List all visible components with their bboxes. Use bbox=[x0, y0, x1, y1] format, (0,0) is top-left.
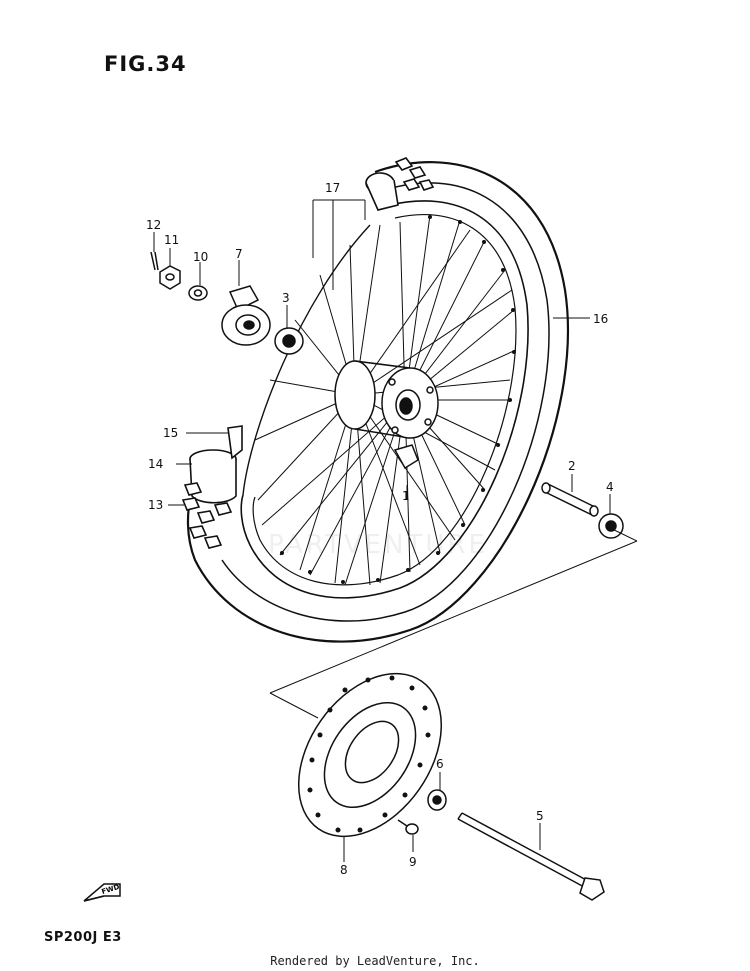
callout-16: 16 bbox=[593, 312, 608, 326]
model-code: SP200J E3 bbox=[44, 930, 122, 945]
callout-9: 9 bbox=[409, 855, 417, 869]
callout-14: 14 bbox=[148, 457, 163, 471]
callout-6: 6 bbox=[436, 757, 444, 771]
part-axle-collar bbox=[427, 789, 447, 811]
part-cotter-pin bbox=[150, 251, 159, 271]
part-washer bbox=[188, 285, 208, 301]
part-front-axle bbox=[457, 812, 605, 901]
tire bbox=[186, 161, 570, 643]
callout-1: 1 bbox=[402, 489, 410, 503]
part-spacer bbox=[541, 482, 599, 517]
rim-band-left bbox=[181, 425, 243, 549]
callout-10: 10 bbox=[193, 250, 208, 264]
callout-17: 17 bbox=[325, 181, 340, 195]
callout-5: 5 bbox=[536, 809, 544, 823]
tire-bead bbox=[221, 182, 550, 622]
callout-3: 3 bbox=[282, 291, 290, 305]
rim-outer bbox=[240, 200, 529, 599]
guide-lines bbox=[153, 199, 638, 862]
callout-2: 2 bbox=[568, 459, 576, 473]
callout-7: 7 bbox=[235, 247, 243, 261]
callout-13: 13 bbox=[148, 498, 163, 512]
rim-inner bbox=[252, 214, 517, 586]
callout-4: 4 bbox=[606, 480, 614, 494]
part-axle-nut bbox=[159, 265, 181, 290]
part-speedometer-gearbox bbox=[221, 285, 271, 346]
figure-title: FIG.34 bbox=[104, 52, 187, 76]
callout-labels: 1 2 3 4 5 6 7 8 9 10 11 12 13 14 15 16 1… bbox=[146, 181, 614, 877]
callout-12: 12 bbox=[146, 218, 161, 232]
spoke-nipples bbox=[280, 215, 516, 584]
callout-15: 15 bbox=[163, 426, 178, 440]
part-brake-disc bbox=[297, 672, 443, 838]
render-credit: Rendered by LeadVenture, Inc. bbox=[270, 954, 480, 968]
rim-left bbox=[242, 224, 371, 496]
rim-band-top bbox=[365, 157, 435, 211]
part-disc-bolt bbox=[397, 819, 419, 835]
part-bearing-left bbox=[274, 327, 304, 355]
front-wheel bbox=[181, 157, 570, 643]
callout-11: 11 bbox=[164, 233, 179, 247]
wheel-hub bbox=[334, 360, 439, 470]
callout-8: 8 bbox=[340, 863, 348, 877]
part-bearing-right bbox=[598, 513, 624, 539]
fwd-arrow-icon: FWD bbox=[83, 883, 121, 902]
